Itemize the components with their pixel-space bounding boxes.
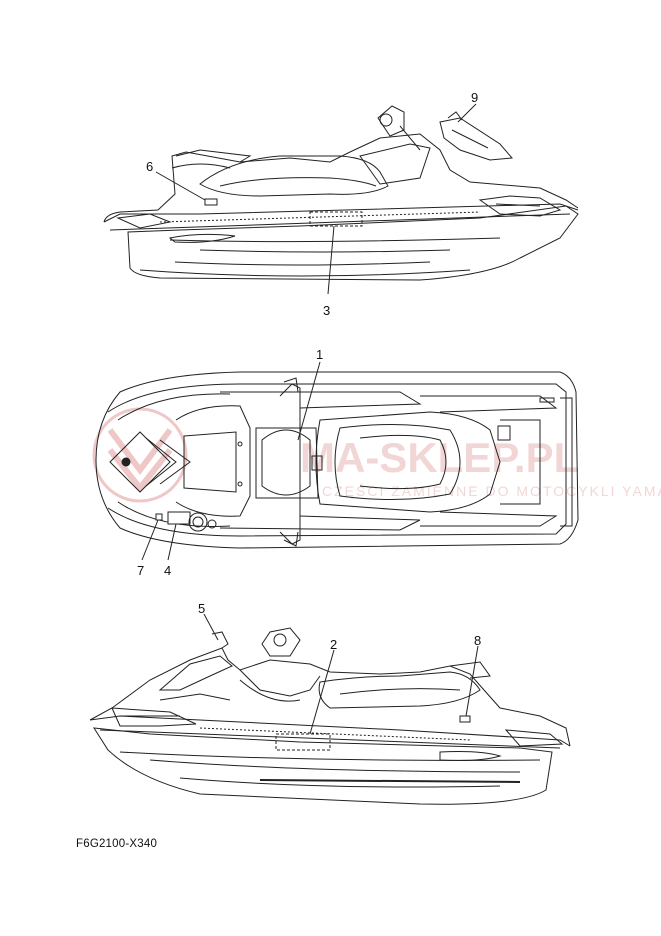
callouts: 9 6 3 1 7 4 5 2 8 [137, 90, 481, 652]
callout-6: 6 [146, 159, 153, 174]
watermark-main-text: MA-SKLEP.PL [300, 434, 579, 481]
callout-8: 8 [474, 633, 481, 648]
figure-code: F6G2100-X340 [76, 838, 158, 850]
top-view [95, 371, 579, 549]
callout-7: 7 [137, 563, 144, 578]
callout-4: 4 [164, 563, 171, 578]
callout-1: 1 [316, 347, 323, 362]
callout-9: 9 [471, 90, 478, 105]
callout-5: 5 [198, 601, 205, 616]
leader-lines [141, 103, 479, 735]
watermark-logo-icon [92, 407, 188, 503]
callout-2: 2 [330, 637, 337, 652]
side-view-left [89, 627, 571, 805]
side-view-right [103, 105, 579, 281]
callout-3: 3 [323, 303, 330, 318]
watermark: MA-SKLEP.PL CZĘŚCI ZAMIENNE DO MOTOCYKLI… [92, 407, 661, 503]
